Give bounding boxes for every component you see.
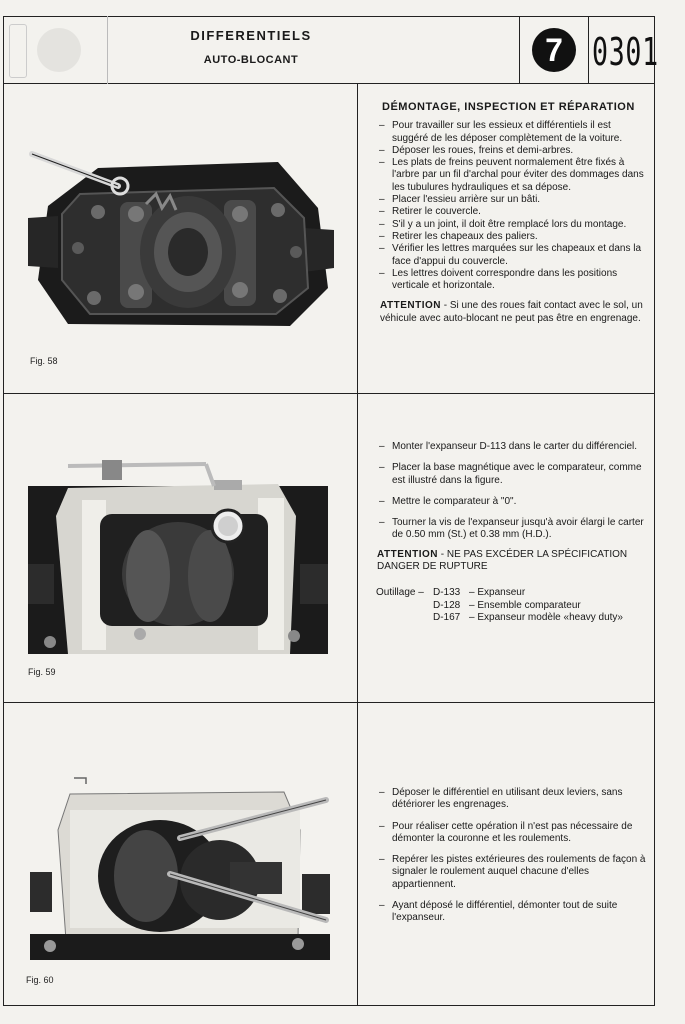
page-title: DIFFERENTIELS — [190, 28, 312, 43]
tool-name: – Ensemble comparateur — [469, 599, 581, 611]
tool-code: D-128 — [433, 599, 461, 611]
section-3-text: Déposer le différentiel en utilisant deu… — [366, 787, 648, 934]
list-item: Pour travailler sur les essieux et diffé… — [379, 120, 648, 145]
tool-name-text: Ensemble comparateur — [477, 599, 581, 611]
list-item: Vérifier les lettres marquées sur les ch… — [379, 243, 648, 268]
tool-row: D-167 – Expanseur modèle «heavy duty» — [376, 612, 648, 624]
list-item: Déposer le différentiel en utilisant deu… — [379, 787, 648, 812]
tooling-list: Outillage – D-133 – Expanseur D-128 – En… — [376, 587, 648, 624]
list-item: Tourner la vis de l'expanseur jusqu'à av… — [379, 517, 648, 542]
section-3-steps: Déposer le différentiel en utilisant deu… — [366, 787, 648, 925]
section-1-attention: ATTENTION - Si une des roues fait contac… — [380, 300, 648, 325]
fig-58-photo — [28, 148, 334, 330]
fig-60-label: Fig. 60 — [26, 975, 54, 985]
tool-name-text: Expanseur — [477, 587, 526, 599]
tool-spacer — [376, 600, 433, 612]
attention-text: - Si une des roues fait contact avec le … — [380, 300, 643, 324]
column-divider — [357, 84, 358, 1005]
page-number: 0301 — [592, 30, 659, 74]
attention-text: - NE PAS EXCÉDER LA SPÉCIFICATION DANGER… — [377, 548, 628, 573]
list-item: Pour réaliser cette opération il n'est p… — [379, 821, 648, 846]
tool-code: D-133 — [433, 587, 461, 599]
tool-name: – Expanseur — [469, 587, 526, 599]
page-header: DIFFERENTIELS AUTO-BLOCANT 7 0301 — [3, 16, 658, 84]
section-1-heading: DÉMONTAGE, INSPECTION ET RÉPARATION — [382, 101, 635, 113]
list-item: Placer la base magnétique avec le compar… — [379, 462, 648, 487]
fig-59-photo — [28, 456, 328, 654]
bleed-through-badge — [37, 28, 81, 72]
fig-59-label: Fig. 59 — [28, 667, 56, 677]
list-item: Mettre le comparateur à "0". — [379, 496, 648, 509]
tool-name-text: Expanseur modèle «heavy duty» — [477, 611, 623, 623]
tool-row: D-128 – Ensemble comparateur — [376, 600, 648, 612]
list-item: Les lettres doivent correspondre dans le… — [379, 268, 648, 293]
list-item: Placer l'essieu arrière sur un bâti. — [379, 194, 648, 207]
page-subtitle: AUTO-BLOCANT — [203, 54, 299, 66]
section-number-badge: 7 — [532, 28, 576, 72]
section-1-steps: Pour travailler sur les essieux et diffé… — [366, 120, 648, 292]
list-item: Retirer les chapeaux des paliers. — [379, 231, 648, 244]
page-frame — [3, 16, 655, 1006]
tooling-label-text: Outillage — [376, 587, 416, 599]
title-block: DIFFERENTIELS AUTO-BLOCANT — [121, 28, 411, 66]
section-2-attention: ATTENTION - NE PAS EXCÉDER LA SPÉCIFICAT… — [377, 549, 648, 574]
list-item: Les plats de freins peuvent normalement … — [379, 157, 648, 194]
section-divider-2 — [3, 702, 655, 703]
section-1-text: DÉMONTAGE, INSPECTION ET RÉPARATION Pour… — [366, 101, 648, 325]
bleed-through-mark — [9, 24, 27, 78]
bleed-through-tab — [3, 16, 108, 84]
attention-label: ATTENTION — [377, 548, 438, 560]
section-2-steps: Monter l'expanseur D-113 dans le carter … — [366, 441, 648, 542]
tool-row: Outillage – D-133 – Expanseur — [376, 587, 648, 599]
list-item: Déposer les roues, freins et demi-arbres… — [379, 145, 648, 158]
list-item: Monter l'expanseur D-113 dans le carter … — [379, 441, 648, 454]
tool-spacer — [376, 612, 433, 624]
list-item: Repérer les pistes extérieures des roule… — [379, 854, 648, 891]
fig-60-photo — [30, 770, 330, 960]
list-item: S'il y a un joint, il doit être remplacé… — [379, 219, 648, 232]
tool-name: – Expanseur modèle «heavy duty» — [469, 611, 623, 623]
tooling-label: Outillage – — [376, 587, 424, 599]
section-divider-1 — [3, 393, 655, 394]
list-item: Retirer le couvercle. — [379, 206, 648, 219]
attention-label: ATTENTION — [380, 300, 441, 312]
list-item: Ayant déposé le différentiel, démonter t… — [379, 900, 648, 925]
section-id-box: 7 0301 — [519, 16, 658, 84]
section-2-text: Monter l'expanseur D-113 dans le carter … — [366, 441, 648, 624]
fig-58-label: Fig. 58 — [30, 356, 58, 366]
badge-divider — [588, 16, 589, 84]
tool-code: D-167 — [433, 611, 461, 623]
